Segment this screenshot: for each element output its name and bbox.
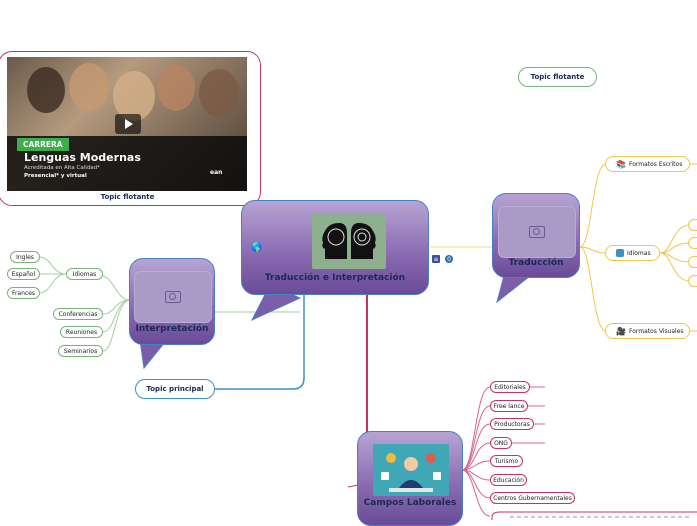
interp-ingles[interactable]: Ingles <box>10 251 40 263</box>
trad-idiomas[interactable]: Idiomas <box>605 245 660 261</box>
floating-topic-left-label[interactable]: Topic flotante <box>0 193 255 201</box>
interpretacion-title: Interpretación <box>130 324 214 334</box>
video-subtitle: Acreditada en Alta Calidad* <box>24 165 100 171</box>
link-count-badge[interactable]: 0 <box>445 255 453 263</box>
interp-conferencias[interactable]: Conferencias <box>53 308 103 320</box>
worker-illustration-icon <box>373 444 449 496</box>
traduccion-title: Traducción <box>493 258 579 268</box>
central-topic[interactable]: Traducción e Interpretación 🌎 <box>241 200 429 295</box>
video-brand-logo: ean <box>210 169 222 176</box>
language-icon <box>616 249 624 257</box>
notes-icon[interactable]: ≡ <box>432 255 440 263</box>
campo-free-lance[interactable]: Free lance <box>490 400 528 412</box>
trad-idiomas-child-1[interactable] <box>688 219 697 231</box>
campo-productoras[interactable]: Productoras <box>490 418 534 430</box>
camera-icon <box>134 271 212 323</box>
trad-formatos-escritos[interactable]: 📚 Formatos Escritos <box>605 156 690 172</box>
video-thumbnail[interactable]: CARRERA Lenguas Modernas Acreditada en A… <box>7 57 247 191</box>
books-icon: 📚 <box>616 160 626 169</box>
campo-centros-gubernamentales[interactable]: Centros Gubernamentales <box>490 492 575 504</box>
trad-idiomas-child-2[interactable] <box>688 237 697 249</box>
topic-principal[interactable]: Topic principal <box>135 379 215 399</box>
two-heads-icon <box>312 213 386 269</box>
globe-icon: 🌎 <box>251 243 262 253</box>
interp-reuniones[interactable]: Reuniones <box>60 326 103 338</box>
campo-ong[interactable]: ONG <box>490 437 512 449</box>
trad-idiomas-child-4[interactable] <box>688 275 697 287</box>
play-button[interactable] <box>115 114 141 134</box>
central-topic-title: Traducción e Interpretación <box>242 273 428 283</box>
campos-laborales-title: Campos Laborales <box>358 498 462 508</box>
campo-editoriales[interactable]: Editoriales <box>490 381 530 393</box>
trad-idiomas-child-3[interactable] <box>688 256 697 268</box>
campo-turismo[interactable]: Turismo <box>490 455 523 467</box>
trad-formatos-visuales[interactable]: 🎥 Formatos Visuales <box>605 323 690 339</box>
interp-espanol[interactable]: Español <box>7 268 40 280</box>
floating-topic-right[interactable]: Topic flotante <box>518 67 597 87</box>
camera-icon <box>498 206 576 258</box>
play-icon <box>125 119 133 129</box>
campos-laborales-topic[interactable]: Campos Laborales <box>357 431 463 526</box>
video-mode: Presencial* y virtual <box>24 173 87 179</box>
projector-icon: 🎥 <box>616 327 626 336</box>
interpretacion-topic[interactable]: Interpretación <box>129 258 215 345</box>
interp-frances[interactable]: Frances <box>7 287 40 299</box>
interp-seminarios[interactable]: Seminarios <box>58 345 103 357</box>
traduccion-topic[interactable]: Traducción <box>492 193 580 278</box>
video-title: Lenguas Modernas <box>24 151 141 164</box>
interp-idiomas[interactable]: Idiomas <box>66 268 103 280</box>
campo-educacion[interactable]: Educación <box>490 474 527 486</box>
video-tag: CARRERA <box>17 138 69 151</box>
